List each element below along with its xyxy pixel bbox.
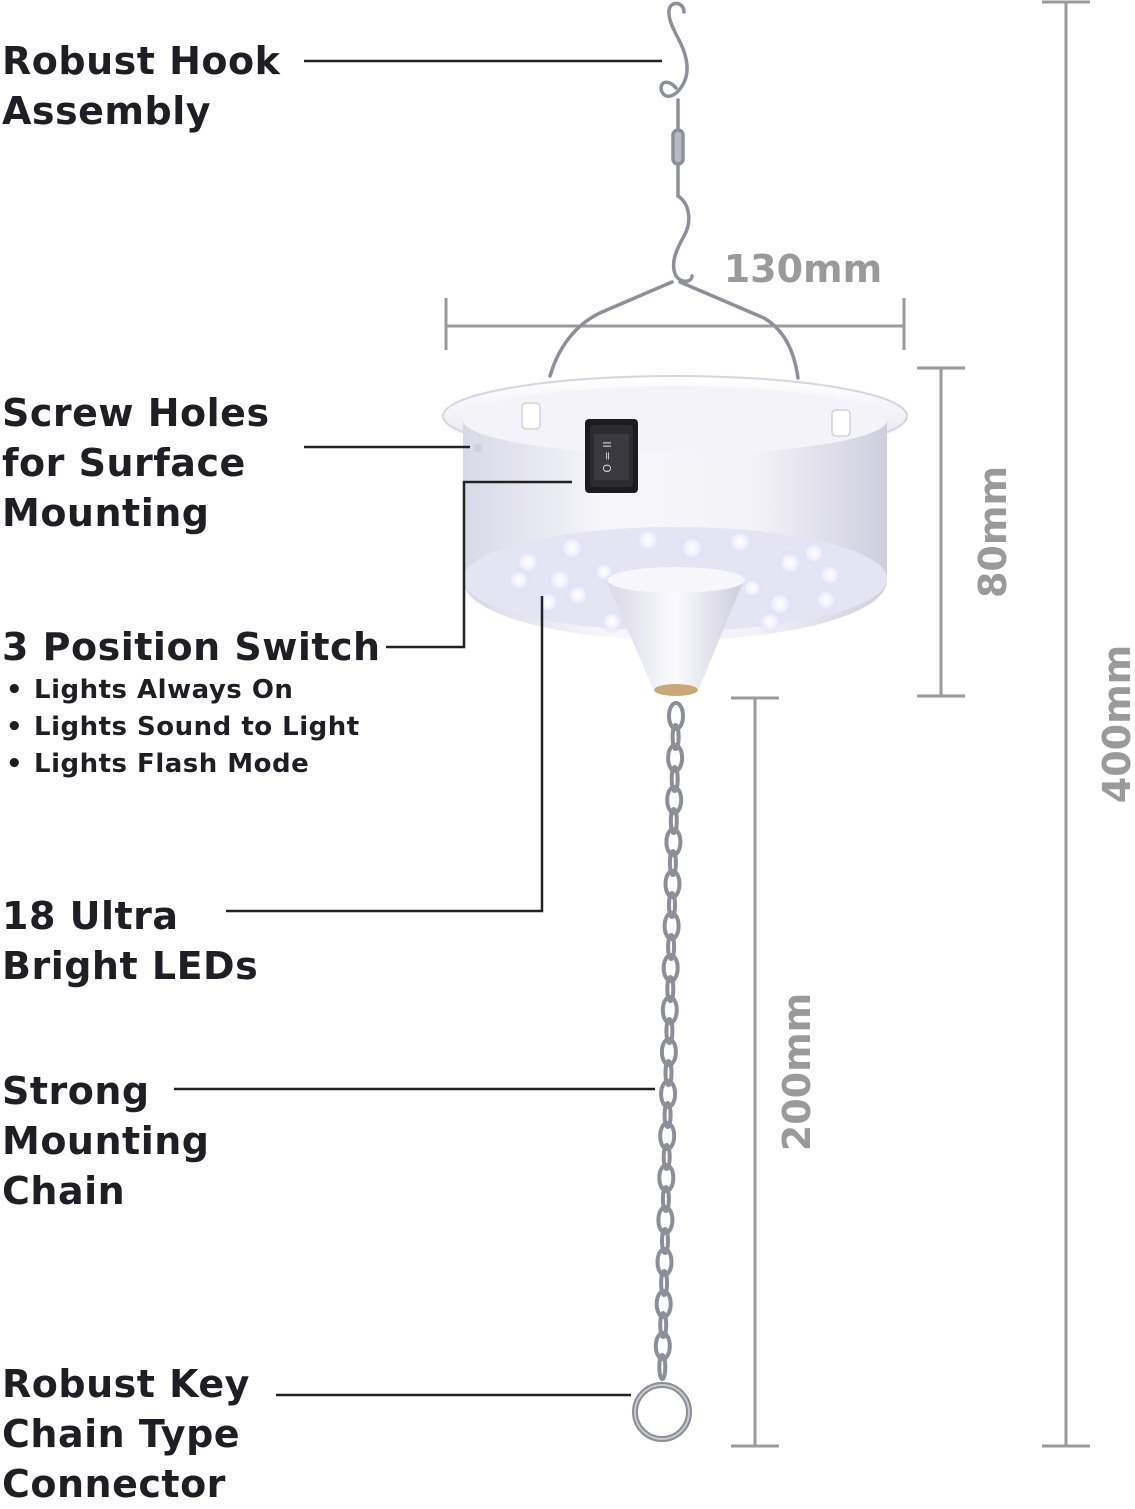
screw-label-line-1: Screw Holes [2, 391, 270, 435]
connector-label-line-1: Robust Key [2, 1362, 250, 1406]
screw-label-line-3: Mounting [2, 491, 210, 535]
chain-link [664, 1017, 675, 1045]
connector-label: Robust Key Chain Type Connector [2, 1359, 250, 1509]
switch-mode-list: Lights Always On Lights Sound to Light L… [6, 672, 360, 783]
chain-link [660, 1185, 671, 1213]
hook-assembly-label: Robust Hook Assembly [2, 36, 280, 136]
chain-dimension-label: 200mm [775, 993, 819, 1152]
width-dimension-label: 130mm [724, 247, 883, 291]
hook-label-line-2: Assembly [2, 89, 212, 133]
chain-link [669, 765, 680, 793]
chain-link [657, 1353, 668, 1381]
key-ring [632, 1382, 692, 1442]
chain-label-line-1: Strong [2, 1069, 150, 1113]
chain-link [668, 807, 679, 835]
chain-link [666, 933, 677, 961]
screw-holes-label: Screw Holes for Surface Mounting [2, 388, 270, 538]
dimension-width [444, 298, 906, 350]
hook-assembly [548, 1, 800, 380]
power-switch: O = II [585, 419, 638, 493]
chain-label: Strong Mounting Chain [2, 1066, 209, 1216]
screw-label-line-2: for Surface [2, 441, 246, 485]
leds-label-line-2: Bright LEDs [2, 944, 259, 988]
switch-label-title: 3 Position Switch [2, 625, 381, 669]
chain-label-line-3: Chain [2, 1169, 126, 1213]
chain-link [667, 849, 678, 877]
chain-link [658, 1311, 669, 1339]
leader-lines [174, 59, 662, 1397]
chain-link [662, 1101, 673, 1129]
leader-switch [386, 480, 572, 649]
connector-label-line-2: Chain Type [2, 1412, 241, 1456]
connector-label-line-3: Connector [2, 1462, 226, 1506]
led-array [507, 527, 842, 634]
chain-link [667, 891, 677, 919]
dimension-total [1042, 0, 1090, 1448]
switch-icon: O = II [601, 441, 614, 472]
chain-link [665, 975, 676, 1003]
leds-label: 18 Ultra Bright LEDs [2, 891, 258, 991]
height-dimension-label: 80mm [971, 466, 1015, 598]
chain-link [659, 1269, 670, 1297]
chain-link [661, 1143, 672, 1171]
chain-link [670, 723, 681, 751]
chain-link [663, 1059, 674, 1087]
dimension-chain [731, 696, 779, 1448]
total-dimension-label: 400mm [1095, 645, 1135, 804]
chain-link [660, 1227, 670, 1255]
mounting-chain [653, 701, 685, 1381]
chain-label-line-2: Mounting [2, 1119, 210, 1163]
switch-mode-item: Lights Sound to Light [6, 709, 360, 746]
switch-mode-item: Lights Flash Mode [6, 746, 360, 783]
leds-label-line-1: 18 Ultra [2, 894, 179, 938]
rotating-cone [606, 567, 745, 696]
switch-mode-item: Lights Always On [6, 672, 360, 709]
leader-leds [226, 596, 544, 913]
switch-label: 3 Position Switch [2, 622, 381, 672]
dimension-height [917, 366, 965, 698]
hook-label-line-1: Robust Hook [2, 39, 281, 83]
